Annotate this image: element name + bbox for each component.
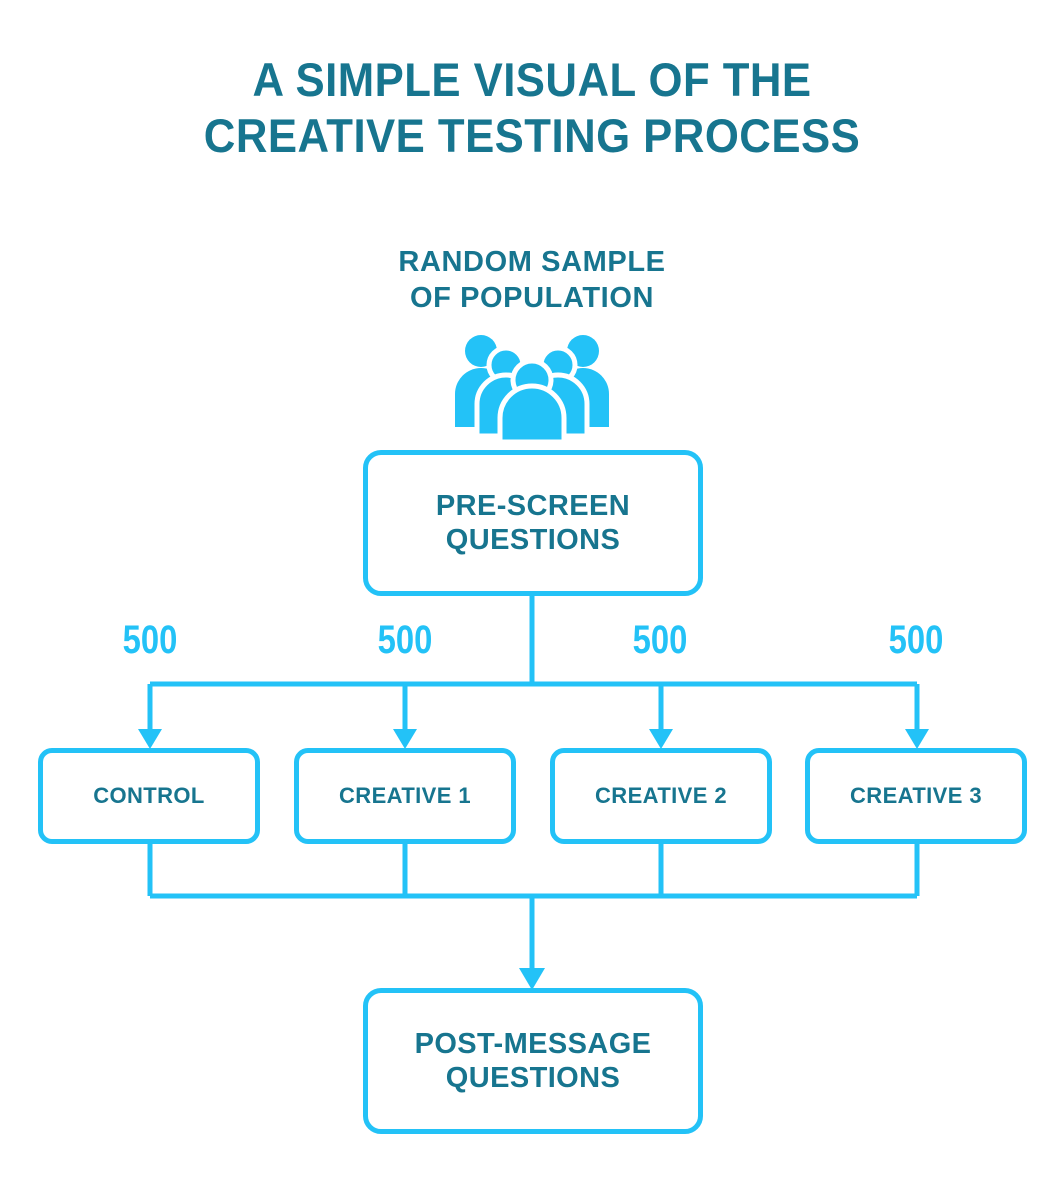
arrowhead-post <box>519 968 545 990</box>
arrowhead-creative3 <box>905 729 929 749</box>
source-label-line-2: OF POPULATION <box>409 282 655 314</box>
node-pre-screen-questions[interactable]: PRE-SCREEN QUESTIONS <box>363 450 703 596</box>
node-creative-3[interactable]: CREATIVE 3 <box>805 748 1027 844</box>
node-pre-screen-label: PRE-SCREEN QUESTIONS <box>430 489 636 557</box>
node-control[interactable]: CONTROL <box>38 748 260 844</box>
node-post-message-questions[interactable]: POST-MESSAGE QUESTIONS <box>363 988 703 1134</box>
branch-count-creative2: 500 <box>632 618 688 662</box>
arrowhead-control <box>138 729 162 749</box>
page-title-line-1: A SIMPLE VISUAL OF THE <box>252 53 812 106</box>
node-pre-screen-line-1: PRE-SCREEN <box>435 489 631 522</box>
people-group-icon <box>455 335 609 442</box>
node-creative-3-label: CREATIVE 3 <box>850 783 982 809</box>
node-creative-1-label: CREATIVE 1 <box>339 783 471 809</box>
node-creative-1[interactable]: CREATIVE 1 <box>294 748 516 844</box>
node-pre-screen-line-2: QUESTIONS <box>445 524 621 556</box>
node-creative-2-label: CREATIVE 2 <box>595 783 727 809</box>
arrowhead-creative2 <box>649 729 673 749</box>
node-control-label: CONTROL <box>93 783 205 809</box>
node-post-message-line-2: QUESTIONS <box>445 1062 621 1094</box>
branch-count-creative1: 500 <box>377 618 433 662</box>
arrowhead-creative1 <box>393 729 417 749</box>
node-creative-2[interactable]: CREATIVE 2 <box>550 748 772 844</box>
branch-count-creative3: 500 <box>888 618 944 662</box>
node-post-message-line-1: POST-MESSAGE <box>414 1027 652 1060</box>
page-title-line-2: CREATIVE TESTING PROCESS <box>203 109 861 162</box>
source-label-line-1: RANDOM SAMPLE <box>398 246 666 278</box>
branch-count-control: 500 <box>122 618 178 662</box>
node-post-message-label: POST-MESSAGE QUESTIONS <box>409 1027 658 1095</box>
